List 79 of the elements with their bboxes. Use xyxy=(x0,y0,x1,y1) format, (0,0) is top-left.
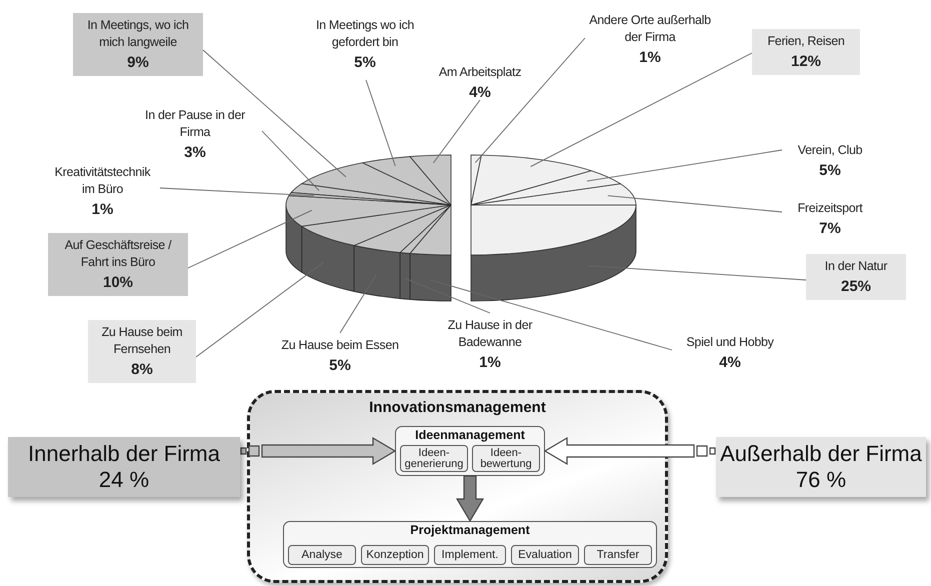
leader-line xyxy=(188,210,312,268)
label-box xyxy=(8,437,240,497)
leader-line xyxy=(432,100,480,164)
leader-line xyxy=(587,265,806,280)
pie-slice xyxy=(470,204,636,302)
category-label: Spiel und Hobby xyxy=(686,334,774,351)
text-label: Innerhalb der Firma xyxy=(28,440,220,467)
leader-line xyxy=(474,38,586,163)
percentage-label: 3% xyxy=(184,144,206,161)
leader-line xyxy=(366,80,396,166)
leader-line xyxy=(404,278,490,314)
category-label: Freizeitsport xyxy=(798,200,862,217)
category-label: Zu Hause beim Fernsehen xyxy=(100,324,184,358)
leader-line xyxy=(607,195,782,212)
step-box: Transfer xyxy=(584,545,652,565)
step-box: Analyse xyxy=(288,545,356,565)
category-label: Auf Geschäftsreise / Fahrt ins Büro xyxy=(64,237,172,271)
step-box: Evaluation xyxy=(511,545,579,565)
heading: Ideenmanagement xyxy=(414,429,526,443)
leader-line xyxy=(430,279,672,350)
leader-line xyxy=(340,274,377,334)
percentage-label: 9% xyxy=(127,54,149,71)
percentage-label: 1% xyxy=(639,48,661,66)
leader-line xyxy=(202,50,346,178)
dashed-rounded-panel xyxy=(247,390,668,583)
category-label: Ferien, Reisen xyxy=(767,33,845,50)
percentage-label: 12% xyxy=(790,52,822,70)
percentage-label: 5% xyxy=(354,54,376,71)
pie-slice xyxy=(410,154,452,206)
percentage-label: 25% xyxy=(840,278,872,295)
category-label: In der Natur xyxy=(824,258,888,275)
category-label: Andere Orte außerhalb der Firma xyxy=(589,12,711,46)
block-arrow xyxy=(456,475,484,522)
label-box xyxy=(806,254,906,300)
percentage-label: 8% xyxy=(131,360,153,378)
label-box xyxy=(88,320,196,383)
pie-slice xyxy=(470,154,482,206)
step-box: Implement. xyxy=(434,545,506,565)
category-label: Zu Hause beim Essen xyxy=(281,337,399,354)
leader-line xyxy=(530,52,752,167)
percentage-label: 5% xyxy=(819,162,841,179)
percentage-label: 10% xyxy=(102,274,134,291)
category-label: Verein, Club xyxy=(798,142,862,159)
pie-slice xyxy=(410,204,452,302)
block-arrow xyxy=(240,436,396,466)
leader-line xyxy=(586,150,782,182)
text-label: 76 % xyxy=(796,467,846,494)
label-box xyxy=(752,29,860,75)
leader-line xyxy=(196,262,324,358)
category-label: In der Pause in der Firma xyxy=(144,107,246,141)
percentage-label: 4% xyxy=(719,354,741,371)
label-box xyxy=(48,233,188,296)
percentage-label: 7% xyxy=(819,220,841,237)
text-label: Außerhalb der Firma xyxy=(720,440,922,467)
step-box: Konzeption xyxy=(361,545,429,565)
heading: Innovationsmanagement xyxy=(368,400,547,416)
block-arrow xyxy=(544,436,716,466)
leader-line xyxy=(262,130,320,192)
label-box xyxy=(73,13,203,76)
text-label: 24 % xyxy=(98,467,150,494)
leader-line xyxy=(160,188,315,196)
category-label: Kreativitätstechnik im Büro xyxy=(54,164,152,198)
category-label: In Meetings wo ich gefordert bin xyxy=(314,17,416,51)
percentage-label: 1% xyxy=(479,354,501,371)
percentage-label: 5% xyxy=(329,356,351,374)
pie-slice xyxy=(354,204,452,299)
percentage-label: 4% xyxy=(469,84,491,101)
pie-slice xyxy=(301,204,452,292)
percentage-label: 1% xyxy=(92,200,114,218)
step-box: Ideen- bewertung xyxy=(472,445,540,472)
category-label: In Meetings, wo ich mich langweile xyxy=(86,17,190,51)
pie-slice xyxy=(470,154,592,206)
group-box xyxy=(283,521,657,568)
step-box: Ideen- generierung xyxy=(400,445,468,472)
category-label: Zu Hause in der Badewanne xyxy=(446,317,534,351)
group-box xyxy=(395,426,545,476)
category-label: Am Arbeitsplatz xyxy=(438,64,522,81)
label-box xyxy=(716,437,926,497)
heading: Projektmanagement xyxy=(409,524,531,538)
